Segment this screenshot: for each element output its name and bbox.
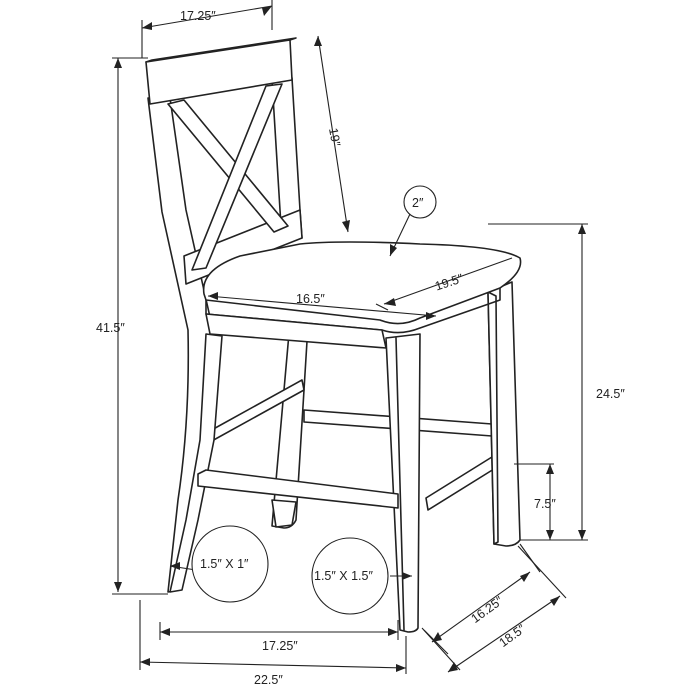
chair-drawing: [145, 37, 522, 633]
label-seat-height: 24.5″: [596, 387, 625, 401]
front-stretcher: [197, 469, 399, 509]
back-right-leg: [271, 321, 309, 529]
seat-cushion: [202, 241, 522, 325]
label-total-height: 41.5″: [96, 321, 125, 335]
label-inner-depth: 16.25″: [469, 593, 507, 626]
rear-left-leg-lower: [169, 333, 223, 593]
label-rear-leg-size: 1.5″ X 1″: [200, 557, 249, 571]
rear-leg-callout-circle: [191, 525, 269, 603]
label-footrest-height: 7.5″: [534, 497, 556, 511]
top-rail-edge: [145, 37, 297, 63]
back-left-post: [147, 97, 214, 593]
front-left-leg: [385, 333, 421, 633]
label-outer-width: 22.5″: [254, 673, 283, 687]
dimension-lines: [112, 0, 588, 674]
front-left-leg-edge: [395, 337, 405, 631]
front-right-leg-face: [487, 291, 499, 545]
label-back-width: 17.25″: [180, 9, 216, 23]
label-inner-width: 17.25″: [262, 639, 298, 653]
label-front-leg-size: 1.5″ X 1.5″: [314, 569, 373, 583]
top-rail: [145, 39, 293, 105]
front-leg-callout-circle: [311, 537, 389, 615]
label-back-height: 19″: [326, 127, 343, 148]
right-front-stretcher: [425, 451, 503, 511]
x-slat-b: [191, 83, 283, 271]
label-seat-width: 16.5″: [296, 292, 325, 306]
label-cushion-thickness: 2″: [412, 196, 424, 210]
label-outer-depth: 18.5″: [497, 621, 529, 650]
back-right-leg-foot: [271, 499, 297, 528]
cushion-callout-circle: [403, 185, 437, 219]
